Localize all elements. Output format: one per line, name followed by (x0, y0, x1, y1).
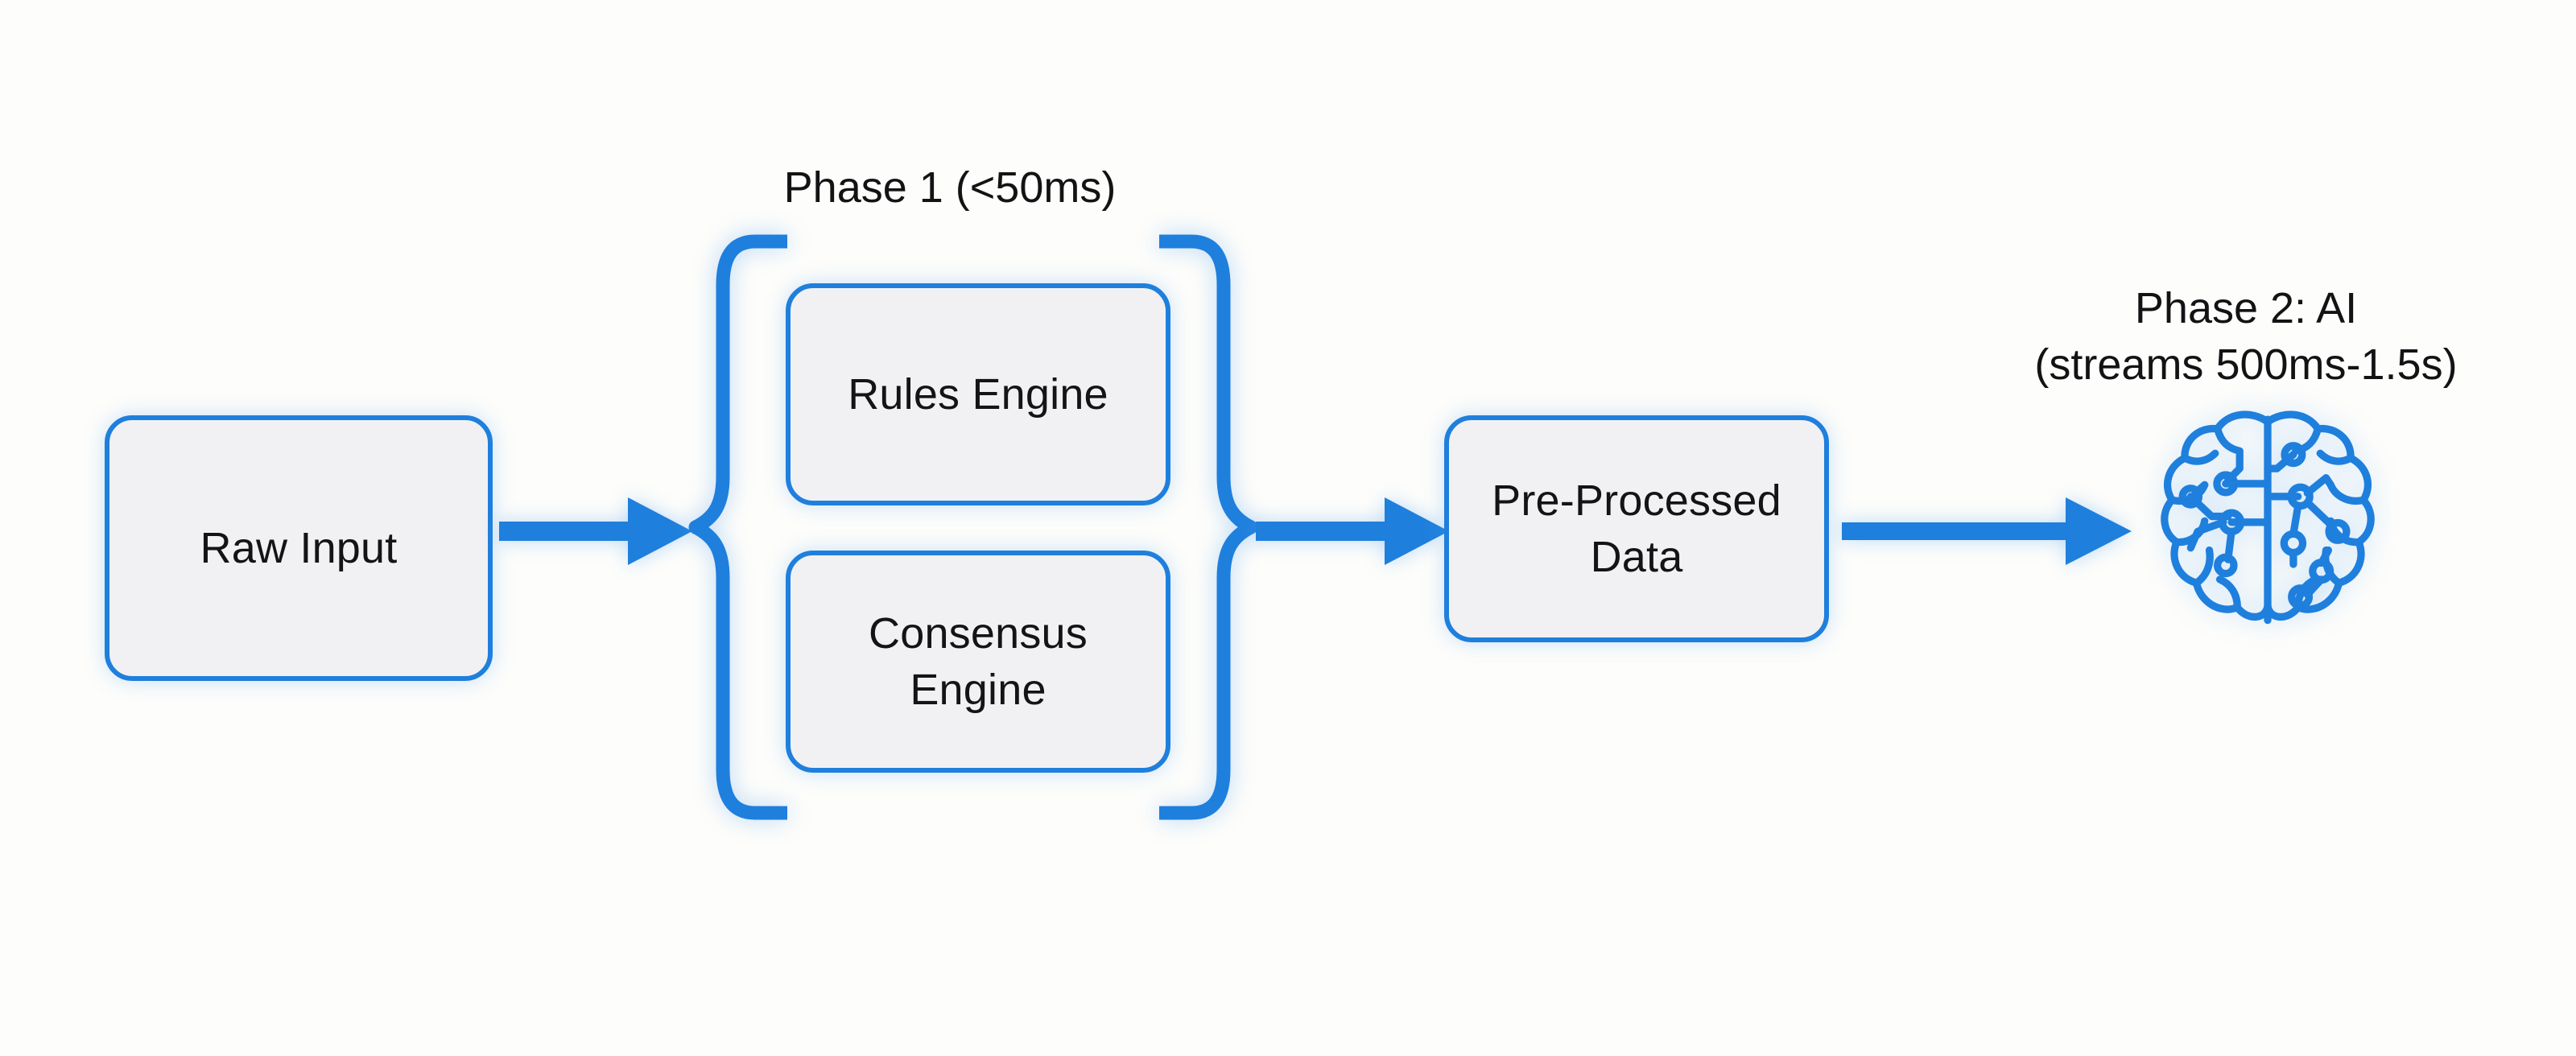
phase-1-label: Phase 1 (<50ms) (783, 163, 1117, 212)
node-raw-input-label: Raw Input (200, 523, 398, 572)
node-rules-engine-label: Rules Engine (848, 369, 1108, 419)
node-consensus-engine-label: Consensus Engine (869, 608, 1088, 714)
arrow-right-icon-raw-to-phase1 (499, 497, 692, 565)
phase-2-label: Phase 2: AI (streams 500ms-1.5s) (2034, 284, 2458, 390)
node-rules-engine[interactable]: Rules Engine (786, 283, 1170, 505)
node-consensus-engine[interactable]: Consensus Engine (786, 551, 1170, 773)
curly-brace-right-icon (1159, 234, 1258, 820)
brain-circuit-icon (2161, 410, 2375, 625)
arrow-right-icon-preprocessed-to-ai (1842, 497, 2132, 565)
node-raw-input[interactable]: Raw Input (105, 415, 493, 681)
node-preprocessed-data[interactable]: Pre-Processed Data (1444, 415, 1829, 642)
curly-brace-left-icon (688, 234, 787, 820)
arrow-right-icon-phase1-to-preprocessed (1256, 497, 1449, 565)
node-preprocessed-data-label: Pre-Processed Data (1492, 476, 1781, 581)
